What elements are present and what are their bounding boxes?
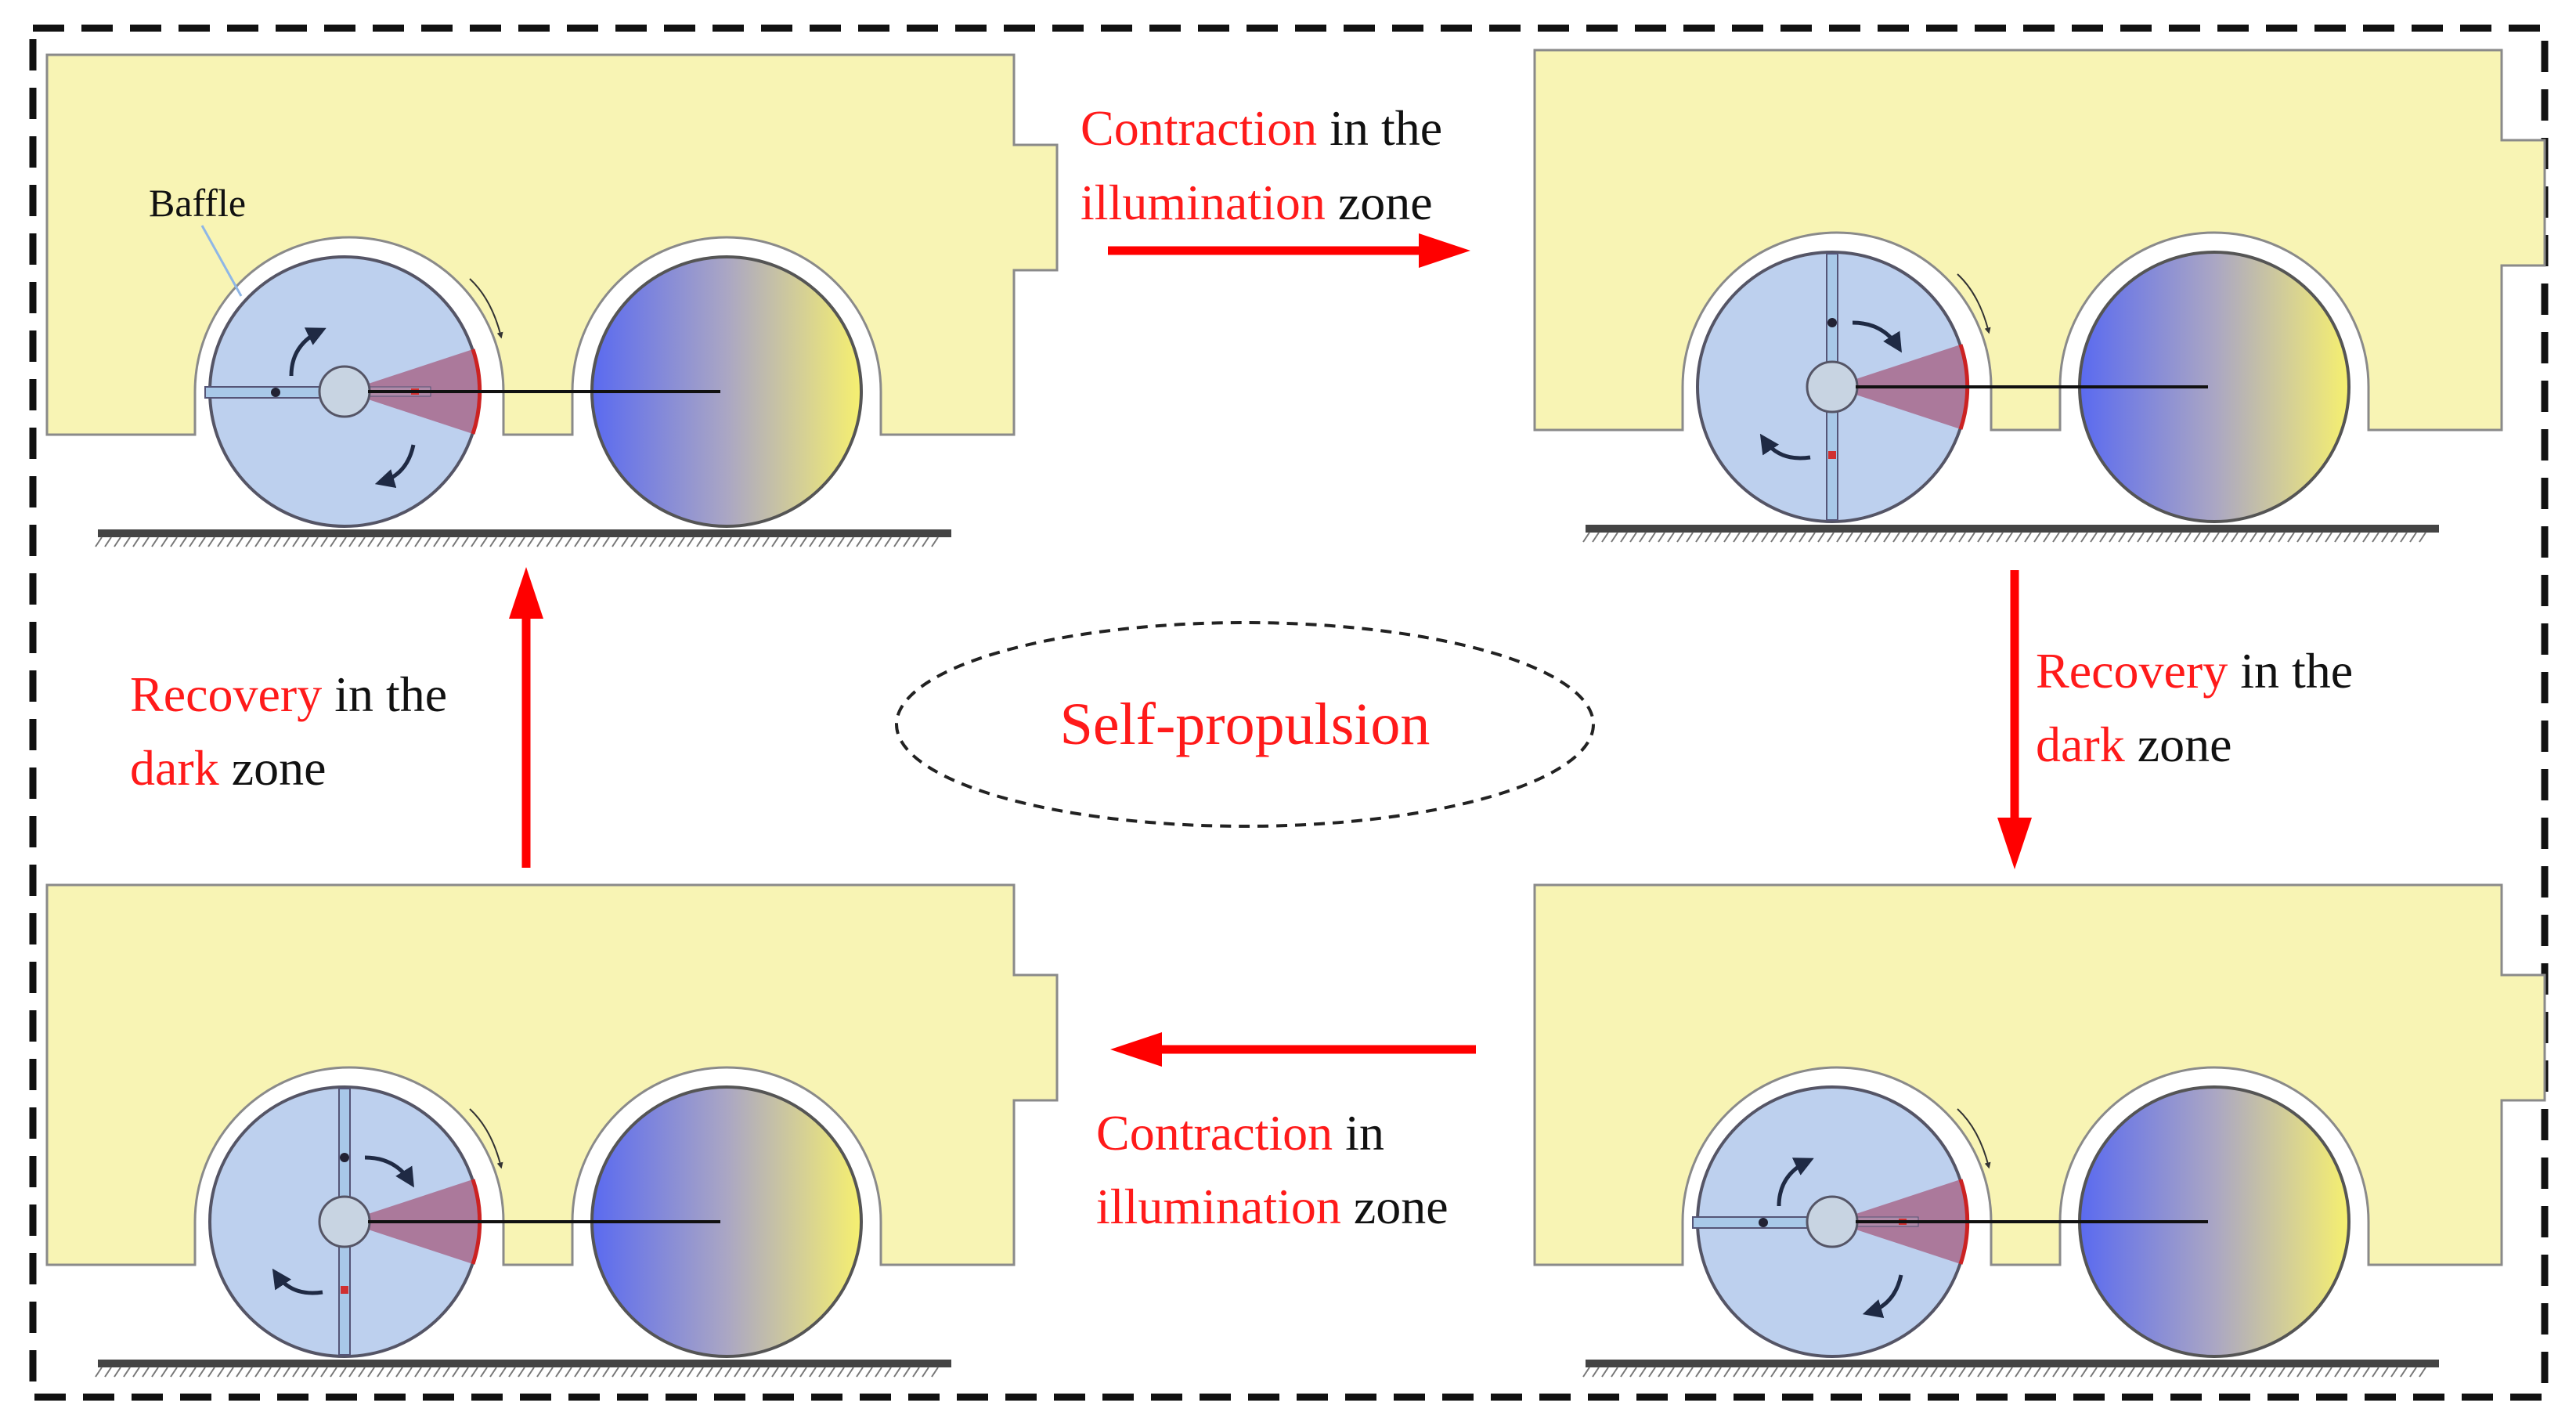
- ground-hatch: [1582, 532, 2426, 543]
- caption-bottom-line2: illumination zone: [1096, 1179, 1449, 1234]
- ground-line: [1586, 1360, 2439, 1367]
- vehicle-panel-bottom-right: [1533, 883, 2546, 1378]
- vehicle-panel-top-left: [45, 53, 1059, 547]
- rotation-indicator-icon: [469, 278, 503, 339]
- wheel-hub: [1806, 360, 1859, 414]
- baffle-label: Baffle: [149, 181, 246, 225]
- caption-right-line2: dark zone: [2036, 717, 2232, 772]
- rotation-indicator-icon: [1957, 273, 1991, 334]
- caption-left-line1: Recovery in the: [130, 666, 447, 722]
- rotation-arrow-icon: [374, 444, 416, 489]
- vehicle-body: [1533, 883, 2546, 1266]
- rotation-arrow-icon: [1852, 320, 1902, 353]
- arrow-left-icon: [1110, 1032, 1476, 1067]
- baffle-leader-line: [200, 225, 243, 297]
- vehicle-body: [45, 883, 1059, 1266]
- arrow-up-icon: [509, 567, 543, 868]
- ground-hatch: [1582, 1367, 2426, 1378]
- ground-line: [98, 1360, 951, 1367]
- wheel-hub: [318, 365, 371, 418]
- ground-hatch: [95, 1367, 939, 1378]
- caption-top-line2: illumination zone: [1081, 175, 1433, 230]
- center-ellipse: [895, 621, 1595, 828]
- ground-hatch: [95, 536, 939, 547]
- rotation-arrow-icon: [1862, 1274, 1903, 1319]
- arrow-down-icon: [1997, 570, 2032, 869]
- vehicle-body: [45, 53, 1059, 436]
- wheel-hub: [1806, 1195, 1859, 1248]
- caption-left-line2: dark zone: [130, 740, 327, 796]
- caption-bottom-line1: Contraction in: [1096, 1105, 1384, 1161]
- caption-right-line1: Recovery in the: [2036, 643, 2353, 699]
- self-propulsion-label: Self-propulsion: [1060, 692, 1431, 757]
- wheel-hub: [318, 1195, 371, 1248]
- rotation-indicator-icon: [469, 1108, 503, 1169]
- ground-line: [98, 529, 951, 537]
- rotation-arrow-icon: [1777, 1158, 1814, 1207]
- rotation-indicator-icon: [1957, 1108, 1991, 1169]
- caption-top-line1: Contraction in the: [1081, 100, 1442, 156]
- rotation-arrow-icon: [272, 1268, 323, 1295]
- rotation-arrow-icon: [1759, 433, 1811, 460]
- rotation-arrow-icon: [289, 327, 327, 377]
- rotation-arrow-icon: [364, 1155, 414, 1188]
- arrow-right-icon: [1108, 233, 1470, 268]
- vehicle-panel-top-right: [1533, 49, 2546, 543]
- vehicle-panel-bottom-left: [45, 883, 1059, 1378]
- vehicle-body: [1533, 49, 2546, 432]
- ground-line: [1586, 525, 2439, 533]
- left-wheel: [208, 1085, 482, 1358]
